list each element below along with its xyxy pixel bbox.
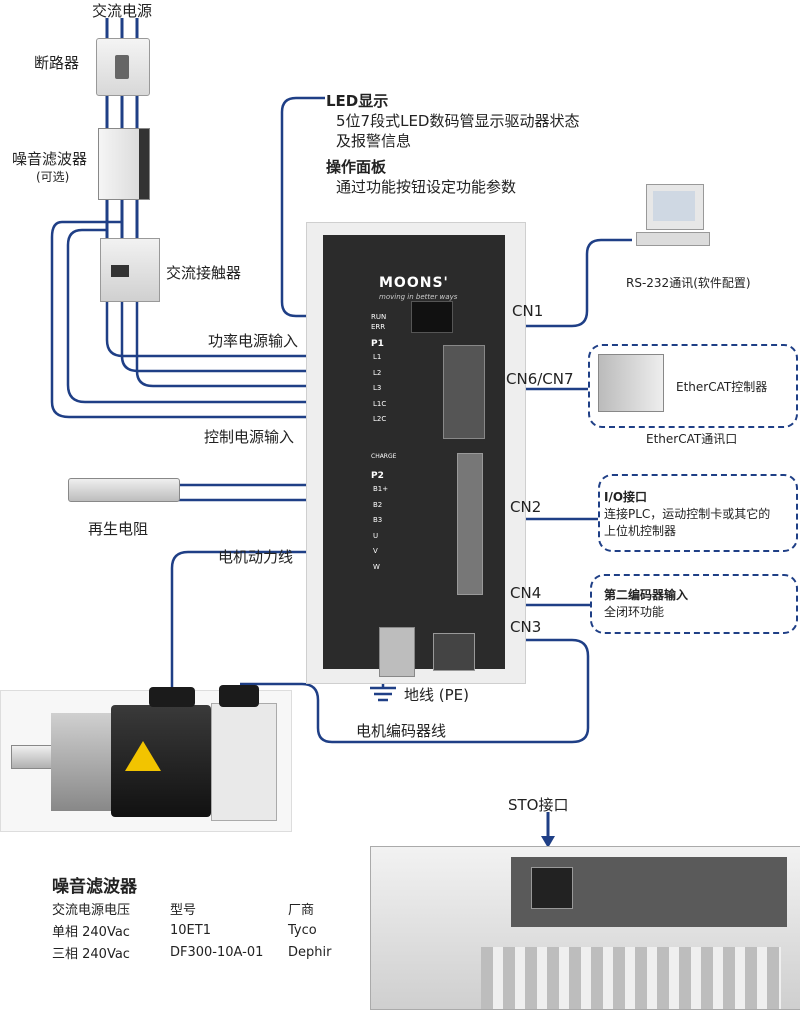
cn6-cn7-ports bbox=[443, 345, 485, 439]
cn1-cable bbox=[488, 238, 632, 328]
p1-label: P1 bbox=[371, 339, 384, 349]
terminal-b2: B2 bbox=[373, 501, 383, 509]
table-header-cell: 厂商 bbox=[288, 903, 315, 918]
terminal-b3: B3 bbox=[373, 516, 383, 524]
terminal-b1plus: B1+ bbox=[373, 485, 389, 493]
terminal-l2c: L2C bbox=[373, 415, 387, 423]
p1-terminal-block: L1 L2 L3 L1C L2C bbox=[373, 351, 431, 435]
filter-table: 交流电源电压 型号 厂商 单相 240Vac 10ET1 Tyco 三相 240… bbox=[52, 898, 345, 964]
rs232-label: RS-232通讯(软件配置) bbox=[626, 276, 751, 290]
table-header-row: 交流电源电压 型号 厂商 bbox=[52, 898, 345, 920]
pc-computer bbox=[636, 184, 710, 248]
optional-label: (可选) bbox=[36, 170, 70, 184]
sto-connector bbox=[531, 867, 573, 909]
p2-terminal-block: B1+ B2 B3 U V W bbox=[373, 483, 431, 579]
noise-filter-unit bbox=[98, 128, 150, 200]
terminal-l1c: L1C bbox=[373, 400, 387, 408]
power-input-label: 功率电源输入 bbox=[208, 332, 299, 350]
cn6-cn7-label: CN6/CN7 bbox=[506, 370, 574, 388]
table-cell: 三相 240Vac bbox=[52, 947, 130, 962]
cn3-connector bbox=[433, 633, 475, 671]
terminal-l3: L3 bbox=[373, 384, 382, 392]
led-title: LED显示 bbox=[326, 92, 389, 110]
ac-power-label: 交流电源 bbox=[92, 2, 153, 20]
table-row: 单相 240Vac 10ET1 Tyco bbox=[52, 920, 345, 942]
sto-port-label: STO接口 bbox=[508, 796, 569, 814]
motor-encoder-line-label: 电机编码器线 bbox=[356, 722, 447, 740]
motor-power-line-label: 电机动力线 bbox=[218, 548, 294, 566]
table-cell: 单相 240Vac bbox=[52, 925, 130, 940]
control-input-label: 控制电源输入 bbox=[204, 428, 295, 446]
ground-terminal bbox=[379, 627, 415, 677]
cn2-label: CN2 bbox=[510, 498, 542, 516]
ethercat-controller-box bbox=[588, 344, 798, 428]
ground-label: 地线 (PE) bbox=[404, 686, 469, 704]
table-header-cell: 型号 bbox=[170, 903, 197, 918]
second-encoder-title: 第二编码器输入 bbox=[604, 588, 689, 602]
control-input-wires bbox=[50, 220, 374, 419]
noise-filter-label: 噪音滤波器 bbox=[12, 150, 88, 168]
io-interface-box bbox=[598, 474, 798, 552]
io-desc-1: 连接PLC，运动控制卡或其它的 bbox=[604, 507, 771, 521]
table-header-cell: 交流电源电压 bbox=[52, 903, 131, 918]
terminal-v: V bbox=[373, 547, 378, 555]
servo-drive: MOONS' moving in better ways RUN ERR P1 … bbox=[306, 222, 526, 684]
terminal-w: W bbox=[373, 563, 380, 571]
ethercat-controller-device bbox=[598, 354, 664, 412]
ac-contactor-label: 交流接触器 bbox=[166, 264, 242, 282]
ethercat-controller-label: EtherCAT控制器 bbox=[676, 380, 768, 394]
second-encoder-box bbox=[590, 574, 798, 634]
table-cell: Dephir bbox=[288, 945, 332, 960]
err-indicator: ERR bbox=[371, 323, 386, 331]
circuit-breaker bbox=[96, 38, 150, 96]
second-encoder-desc: 全闭环功能 bbox=[604, 605, 665, 619]
run-indicator: RUN bbox=[371, 313, 387, 321]
table-row: 三相 240Vac DF300-10A-01 Dephir bbox=[52, 942, 345, 964]
table-cell: DF300-10A-01 bbox=[170, 945, 264, 960]
cn2-connector bbox=[457, 453, 483, 595]
breaker-label: 断路器 bbox=[34, 54, 80, 72]
terminal-l2: L2 bbox=[373, 369, 382, 377]
cn4-label: CN4 bbox=[510, 584, 542, 602]
panel-desc: 通过功能按钮设定功能参数 bbox=[336, 178, 517, 196]
ac-supply-wires bbox=[105, 18, 139, 238]
servo-motor bbox=[0, 685, 292, 832]
regen-resistor-unit bbox=[68, 478, 180, 502]
ethercat-comm-label: EtherCAT通讯口 bbox=[646, 432, 738, 446]
terminal-u: U bbox=[373, 532, 379, 540]
regen-resistor-label: 再生电阻 bbox=[88, 520, 149, 538]
io-title: I/O接口 bbox=[604, 490, 648, 504]
panel-title: 操作面板 bbox=[326, 158, 387, 176]
power-input-wires bbox=[105, 300, 374, 388]
motor-encoder-cable bbox=[240, 638, 590, 744]
table-cell: 10ET1 bbox=[170, 923, 211, 938]
sto-arrow bbox=[541, 812, 555, 848]
ac-contactor-unit bbox=[100, 238, 160, 302]
charge-label: CHARGE bbox=[371, 453, 397, 460]
cn1-label: CN1 bbox=[512, 302, 544, 320]
led-display bbox=[411, 301, 453, 333]
drive-brand: MOONS' bbox=[379, 275, 449, 291]
table-cell: Tyco bbox=[288, 923, 317, 938]
led-desc-1: 5位7段式LED数码管显示驱动器状态 bbox=[336, 112, 580, 130]
led-desc-2: 及报警信息 bbox=[336, 132, 412, 150]
io-desc-2: 上位机控制器 bbox=[604, 524, 677, 538]
drive-tagline: moving in better ways bbox=[379, 293, 458, 301]
terminal-l1: L1 bbox=[373, 353, 382, 361]
p2-label: P2 bbox=[371, 471, 384, 481]
sto-drive-photo bbox=[370, 846, 800, 1010]
filter-table-title: 噪音滤波器 bbox=[52, 877, 137, 897]
cn3-label: CN3 bbox=[510, 618, 542, 636]
led-leader-line bbox=[280, 96, 374, 318]
